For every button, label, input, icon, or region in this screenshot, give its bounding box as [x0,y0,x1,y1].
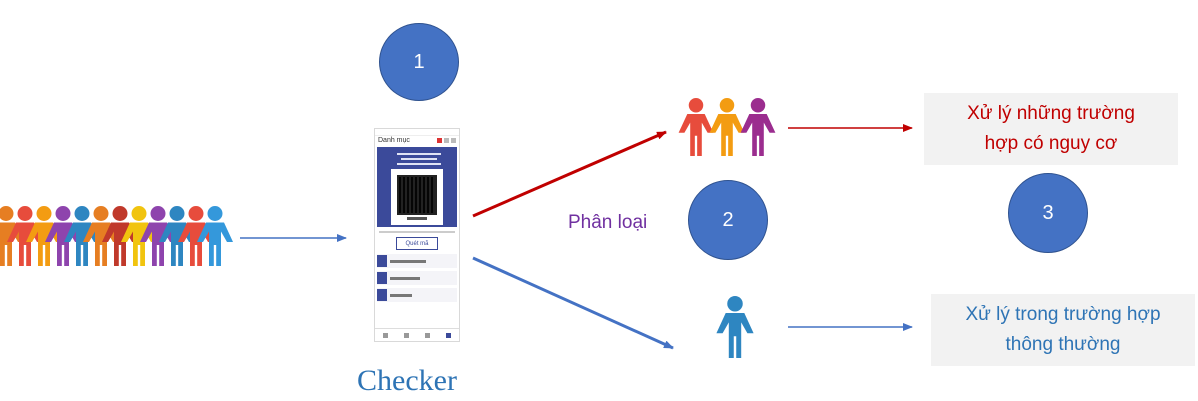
person-head [17,206,33,221]
arrow-checker-to-risk-group [472,130,667,218]
person-head [150,206,166,221]
person-head [131,206,147,221]
step-2-circle: 2 [688,180,768,260]
phone-menu-item [377,254,457,268]
qr-code-icon [397,175,437,215]
checker-phone: Danh mục Quét mã [374,128,460,342]
step-3-circle: 3 [1008,173,1088,253]
person-head [750,98,766,113]
person-head [74,206,90,221]
normal-handling-box: Xử lý trong trường hợp thông thường [931,294,1195,366]
classify-label: Phân loại [568,212,648,233]
phone-title: Danh mục [378,137,410,144]
person-head [169,206,185,221]
phone-menu-item [377,271,457,285]
phone-menu-item [377,288,457,302]
phone-header-icons [437,138,456,143]
person-body [716,313,754,358]
person-head [207,206,223,221]
person-head [112,206,128,221]
normal-box-line-1: Xử lý trong trường hợp [965,304,1161,325]
person-head [719,98,735,113]
step-1-number: 1 [413,50,425,73]
person-head [727,296,743,312]
person-head [36,206,52,221]
person-head [688,98,704,113]
step-3-number: 3 [1042,201,1054,224]
person-head [93,206,109,221]
person-head [188,206,204,221]
normal-box-line-2: thông thường [1005,334,1121,355]
person-body [740,113,776,156]
phone-tab-bar [375,328,459,341]
risk-box-line-2: hợp có nguy cơ [984,133,1118,154]
step-2-number: 2 [722,208,734,231]
risk-box-line-1: Xử lý những trường [967,103,1135,124]
checker-label: Checker [357,364,457,397]
arrow-checker-to-normal-person [472,256,674,350]
phone-scan-button: Quét mã [396,237,438,250]
phone-qr-card [377,147,457,227]
step-1-circle: 1 [379,23,459,101]
phone-status-bar [375,129,459,136]
person-body [709,113,745,156]
person-head [0,206,14,221]
risk-handling-box: Xử lý những trường hợp có nguy cơ [924,93,1178,165]
person-head [55,206,71,221]
person-body [0,222,24,266]
person-body [678,113,714,156]
person-body [197,222,233,266]
